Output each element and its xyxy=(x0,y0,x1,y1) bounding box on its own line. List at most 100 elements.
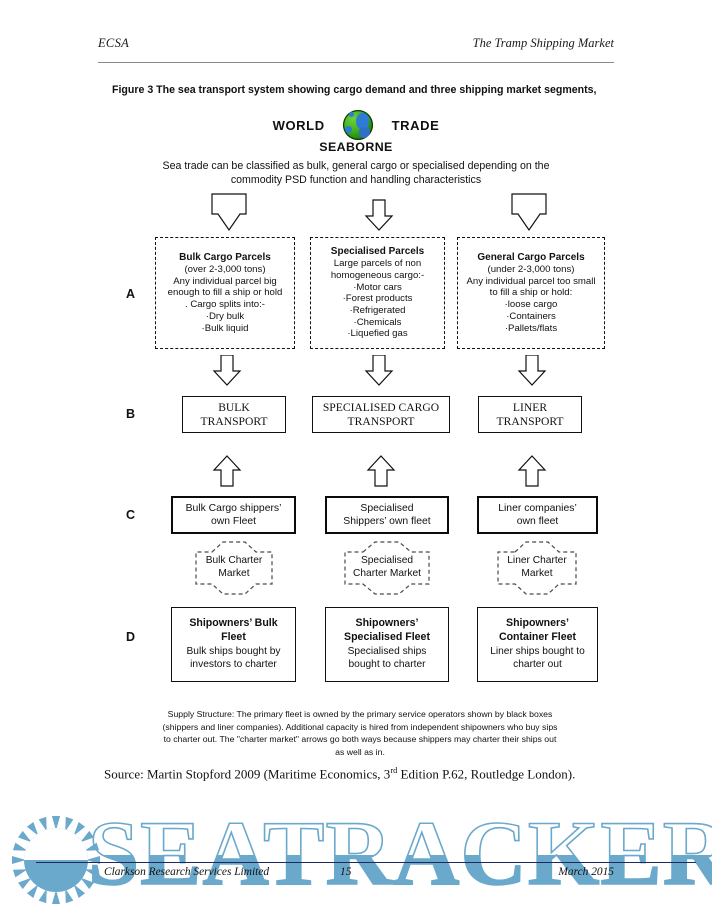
txt: Market xyxy=(218,568,250,579)
shipowners-box-specialised: Shipowners’ Specialised Fleet Specialise… xyxy=(325,607,449,682)
up-arrow-b-c-right xyxy=(517,455,547,487)
transport-box-specialised: SPECIALISED CARGO TRANSPORT xyxy=(312,396,450,433)
txt: LINER xyxy=(512,400,548,414)
charter-market-specialised: Specialised Charter Market xyxy=(339,540,435,596)
charter-market-bulk-label: Bulk Charter Market xyxy=(190,540,278,596)
footer-left: Clarkson Research Services Limited xyxy=(104,866,270,878)
parcel-box-specialised-title: Specialised Parcels xyxy=(330,245,425,257)
txt: to fill a ship or hold: xyxy=(489,287,573,299)
txt: investors to charter xyxy=(190,659,277,671)
txt: TRANSPORT xyxy=(200,414,268,428)
footer-rule xyxy=(36,862,696,863)
elbow-arrow-left xyxy=(206,192,250,234)
world-label: WORLD xyxy=(272,117,325,133)
txt: Large parcels of non xyxy=(333,258,422,270)
row-label-c: C xyxy=(126,508,136,522)
footer-page-number: 15 xyxy=(340,866,352,878)
sunburst-logo-icon xyxy=(8,812,104,908)
txt: Container Fleet xyxy=(498,631,577,644)
source-ordinal: rd xyxy=(390,766,398,775)
transport-box-bulk: BULK TRANSPORT xyxy=(182,396,286,433)
charter-market-liner: Liner Charter Market xyxy=(492,540,582,596)
txt: ·Forest products xyxy=(342,293,413,305)
txt: Charter Market xyxy=(353,568,421,579)
txt: ·Pallets/flats xyxy=(504,322,558,334)
txt: ·Chemicals xyxy=(353,316,402,328)
charter-market-bulk: Bulk Charter Market xyxy=(190,540,278,596)
txt: Bulk Cargo shippers’ xyxy=(185,502,282,514)
txt: ·loose cargo xyxy=(504,299,558,311)
txt: Any individual parcel too small xyxy=(466,275,596,287)
txt: Liner ships bought to xyxy=(490,646,585,658)
txt: (over 2-3,000 tons) xyxy=(184,263,266,275)
transport-box-liner: LINER TRANSPORT xyxy=(478,396,582,433)
supply-structure-note: Supply Structure: The primary fleet is o… xyxy=(162,709,558,757)
charter-market-specialised-label: Specialised Charter Market xyxy=(339,540,435,596)
txt: Fleet xyxy=(221,631,246,644)
parcel-box-specialised: Specialised Parcels Large parcels of non… xyxy=(310,237,445,349)
txt: charter out xyxy=(513,659,562,671)
row-label-a: A xyxy=(126,287,136,301)
running-head-right: The Tramp Shipping Market xyxy=(472,36,614,50)
trade-label: TRADE xyxy=(391,117,440,133)
header-rule xyxy=(98,62,614,63)
txt: Shippers’ own fleet xyxy=(343,516,431,527)
txt: Bulk Charter xyxy=(205,555,263,567)
parcel-box-general-title: General Cargo Parcels xyxy=(477,251,585,263)
txt: Shipowners’ xyxy=(355,617,419,630)
txt: TRANSPORT xyxy=(496,414,564,428)
up-arrow-b-c-center xyxy=(366,455,396,487)
down-arrow-a-b-center xyxy=(364,355,394,387)
txt: Specialised xyxy=(360,555,414,567)
txt: (under 2-3,000 tons) xyxy=(487,263,575,275)
txt: Market xyxy=(521,568,553,579)
txt: ·Liquefied gas xyxy=(347,328,408,340)
charter-market-liner-label: Liner Charter Market xyxy=(492,540,582,596)
txt: ·Refrigerated xyxy=(349,304,406,316)
row-label-d: D xyxy=(126,630,136,644)
shipowners-box-container: Shipowners’ Container Fleet Liner ships … xyxy=(477,607,598,682)
watermark: SEATRACKER.RU xyxy=(87,801,712,906)
globe-earth-icon xyxy=(343,110,374,140)
txt: own Fleet xyxy=(210,516,257,527)
running-head-left: ECSA xyxy=(98,36,130,50)
row-label-b: B xyxy=(126,407,136,421)
down-arrow-center-top xyxy=(364,198,394,232)
txt: Liner companies’ xyxy=(498,502,577,514)
txt: Specialised xyxy=(360,502,414,514)
txt: ·Dry bulk xyxy=(205,310,245,322)
seaborne-label: SEABORNE xyxy=(319,140,393,154)
source-prefix: Source: Martin Stopford 2009 (Maritime E… xyxy=(104,766,391,782)
footer-right: March 2015 xyxy=(558,866,614,878)
parcel-box-bulk: Bulk Cargo Parcels (over 2-3,000 tons) A… xyxy=(155,237,295,349)
txt: Bulk ships bought by xyxy=(186,646,281,658)
txt: enough to fill a ship or hold xyxy=(167,287,283,299)
txt: . Cargo splits into:- xyxy=(185,299,265,311)
txt: own fleet xyxy=(516,516,559,527)
txt: homogeneous cargo:- xyxy=(330,269,425,281)
fleet-box-bulk-shippers: Bulk Cargo shippers’ own Fleet xyxy=(171,496,296,534)
txt: ·Containers xyxy=(506,310,556,322)
world-trade-row: WORLD TRADE xyxy=(0,110,712,140)
source-line: Source: Martin Stopford 2009 (Maritime E… xyxy=(104,766,575,782)
down-arrow-a-b-right xyxy=(517,355,547,387)
txt: Shipowners’ xyxy=(506,617,569,630)
txt: BULK xyxy=(218,400,250,414)
txt: SPECIALISED CARGO xyxy=(322,400,440,414)
up-arrow-b-c-left xyxy=(212,455,242,487)
figure-caption: Figure 3 The sea transport system showin… xyxy=(112,84,597,96)
txt: TRANSPORT xyxy=(347,414,415,428)
fleet-box-specialised-shippers: Specialised Shippers’ own fleet xyxy=(325,496,449,534)
txt: bought to charter xyxy=(348,659,426,671)
txt: ·Motor cars xyxy=(353,281,402,293)
svg-text:SEATRACKER.RU: SEATRACKER.RU xyxy=(88,806,712,904)
txt: Liner Charter xyxy=(507,555,567,567)
elbow-arrow-right xyxy=(508,192,552,234)
txt: Specialised ships xyxy=(347,646,427,658)
txt: Specialised Fleet xyxy=(344,631,430,644)
txt: Shipowners’ Bulk xyxy=(189,617,278,630)
parcel-box-general: General Cargo Parcels (under 2-3,000 ton… xyxy=(457,237,605,349)
down-arrow-a-b-left xyxy=(212,355,242,387)
running-head: ECSA The Tramp Shipping Market xyxy=(98,36,614,58)
